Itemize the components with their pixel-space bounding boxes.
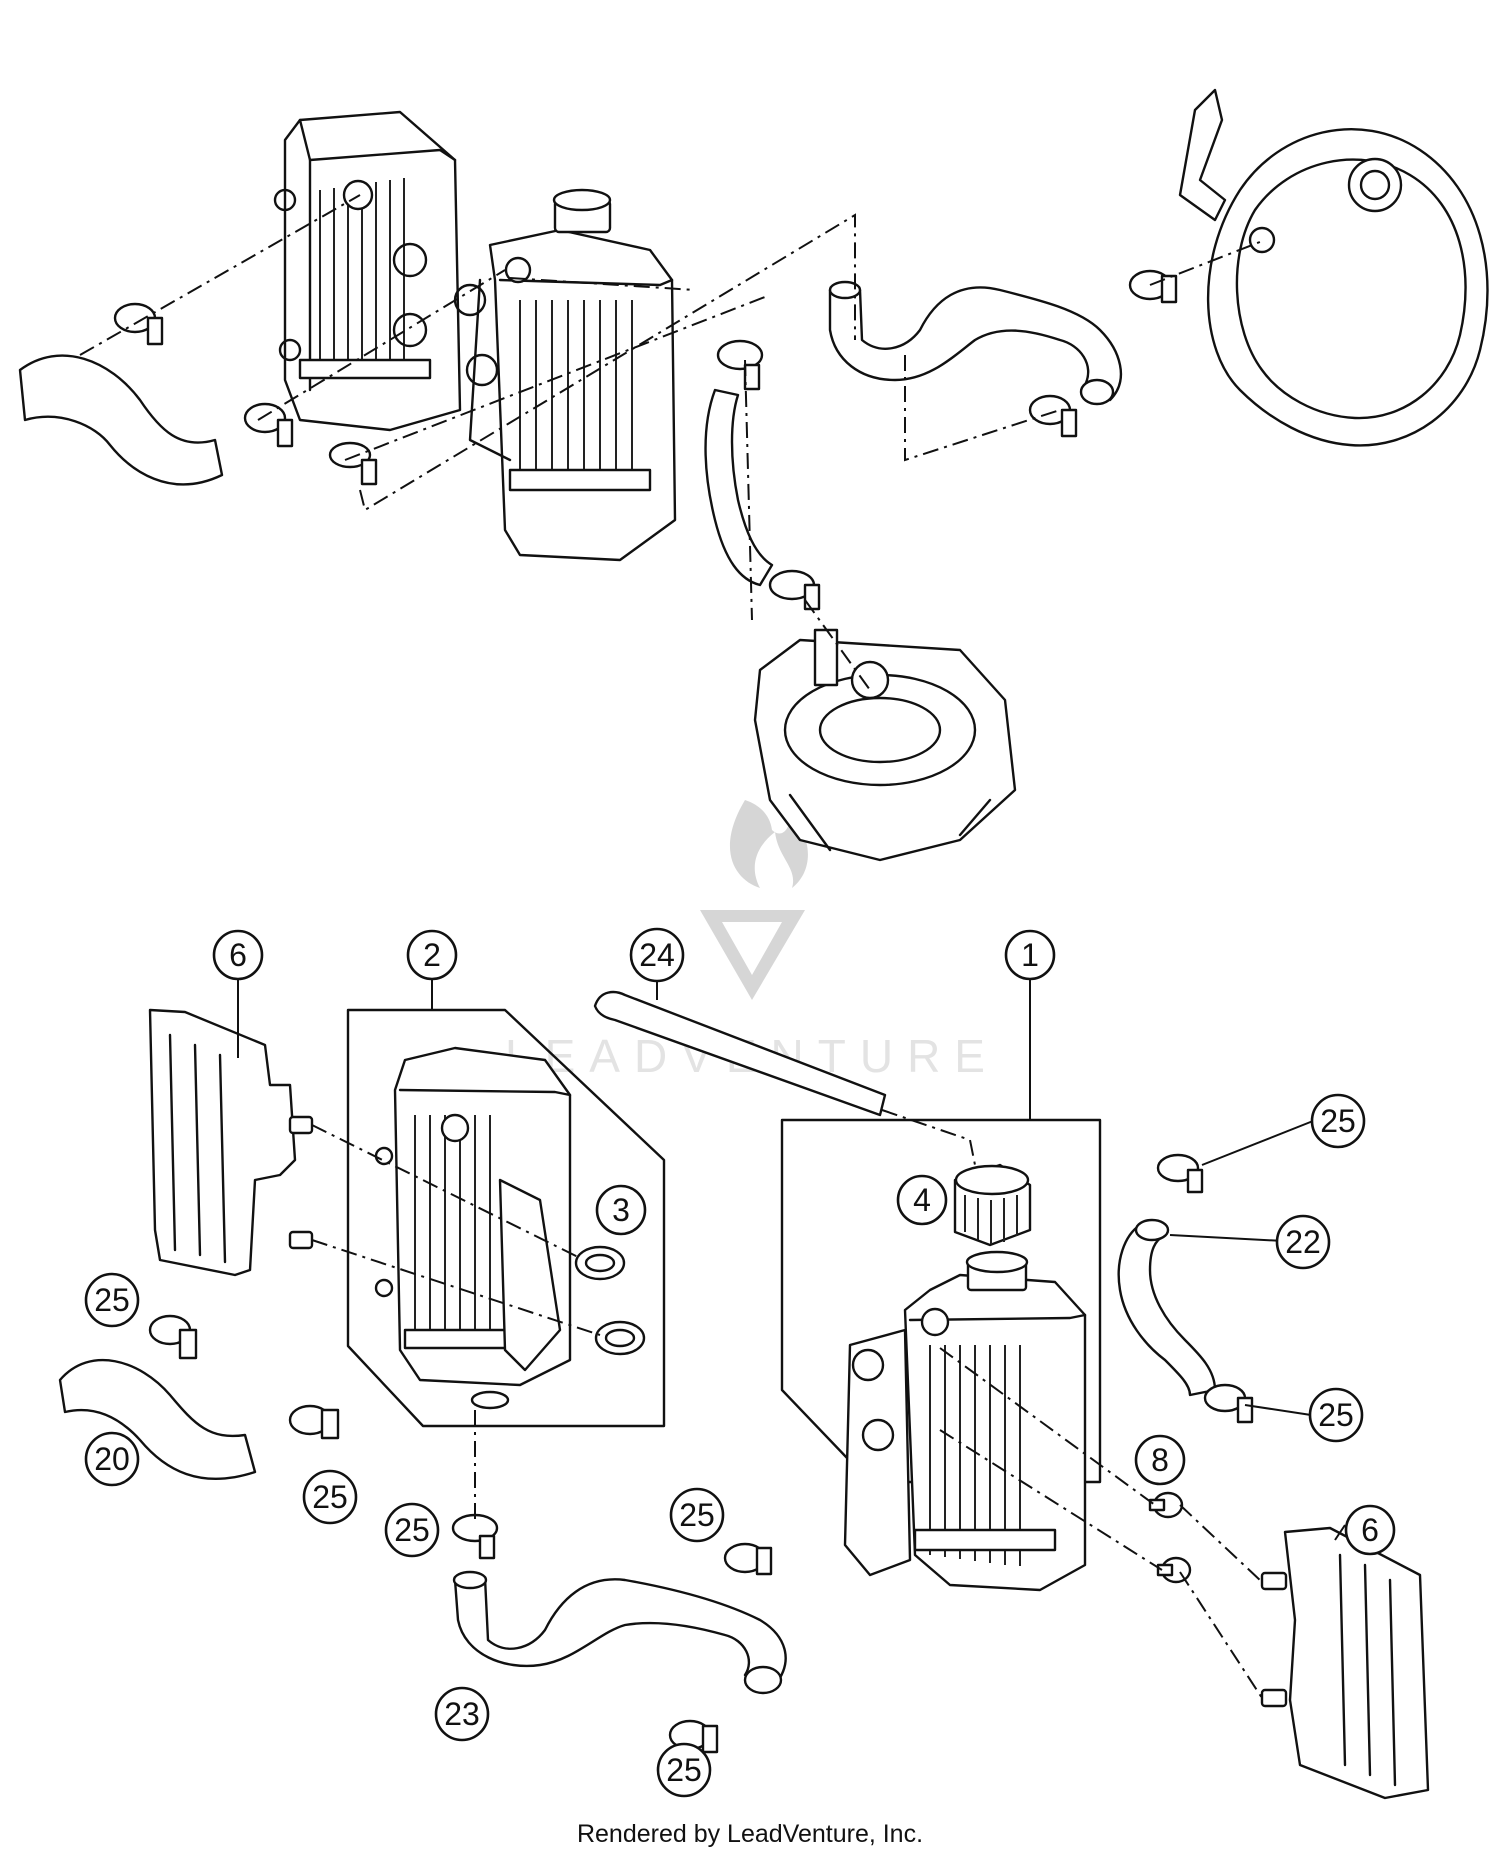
top-engine-cover <box>1178 88 1489 447</box>
hose-item-22 <box>1117 1223 1217 1397</box>
radiator-item-1 <box>843 1250 1087 1592</box>
callout-1: 1 <box>1004 929 1056 981</box>
callout-label: 25 <box>1318 1397 1354 1433</box>
top-left-hose <box>18 354 224 486</box>
callout-25-left-top: 25 <box>84 1272 140 1328</box>
callout-6-left: 6 <box>212 929 264 981</box>
leadventure-watermark: LEADVENTURE <box>505 800 985 1082</box>
callout-25-bottom: 25 <box>656 1742 712 1798</box>
hose-item-20 <box>58 1358 257 1481</box>
radiator-cap-item-4 <box>953 1163 1032 1247</box>
callout-label: 3 <box>612 1192 630 1228</box>
hose-item-23 <box>453 1576 787 1687</box>
callout-24: 24 <box>629 927 685 983</box>
callout-25-center-left: 25 <box>384 1502 440 1558</box>
callout-23: 23 <box>434 1686 490 1742</box>
callout-label: 6 <box>1361 1512 1379 1548</box>
callout-label: 24 <box>639 937 675 973</box>
top-cylinder <box>753 628 1017 862</box>
left-radiator-shroud <box>148 1008 314 1277</box>
top-assembly-view <box>18 88 1489 862</box>
callout-label: 25 <box>394 1512 430 1548</box>
callout-label: 25 <box>94 1282 130 1318</box>
top-center-hose <box>704 388 774 587</box>
callout-25-center: 25 <box>669 1487 725 1543</box>
callout-label: 23 <box>444 1696 480 1732</box>
item-2-group-outline <box>346 1008 666 1428</box>
bottom-leader-lines <box>311 1124 1263 1699</box>
callout-label: 25 <box>1320 1103 1356 1139</box>
callout-label: 25 <box>666 1752 702 1788</box>
top-left-radiator <box>273 110 462 432</box>
callout-label: 6 <box>229 937 247 973</box>
bottom-exploded-view <box>58 980 1430 1800</box>
callout-label: 22 <box>1285 1224 1321 1260</box>
hose-clamps-item-25 <box>148 1153 1254 1754</box>
top-leader-lines <box>79 194 1266 691</box>
top-clamps <box>113 269 1178 611</box>
callout-25-right: 25 <box>1308 1387 1364 1443</box>
callout-label: 4 <box>913 1182 931 1218</box>
callout-22: 22 <box>1275 1214 1331 1270</box>
radiator-item-2 <box>374 1046 572 1410</box>
grommets-item-3 <box>574 1245 646 1356</box>
callout-label: 1 <box>1021 937 1039 973</box>
callout-label: 25 <box>679 1497 715 1533</box>
top-right-hose <box>828 286 1123 402</box>
vent-hose-item-24 <box>593 990 887 1117</box>
callout-label: 8 <box>1151 1442 1169 1478</box>
right-radiator-shroud <box>1260 1526 1430 1800</box>
callout-25-top-right: 25 <box>1310 1093 1366 1149</box>
callout-20: 20 <box>84 1431 140 1487</box>
callout-label: 20 <box>94 1441 130 1477</box>
callout-label: 2 <box>423 937 441 973</box>
callout-2: 2 <box>406 929 458 981</box>
top-right-radiator <box>453 188 677 562</box>
callout-25-left-bottom: 25 <box>302 1469 358 1525</box>
callout-8: 8 <box>1134 1434 1186 1486</box>
bolts-item-8 <box>1148 1491 1192 1584</box>
callout-4: 4 <box>896 1174 948 1226</box>
callout-3: 3 <box>595 1184 647 1236</box>
footer-credit: Rendered by LeadVenture, Inc. <box>576 1820 924 1848</box>
callout-6-right: 6 <box>1344 1504 1396 1556</box>
callout-label: 25 <box>312 1479 348 1515</box>
